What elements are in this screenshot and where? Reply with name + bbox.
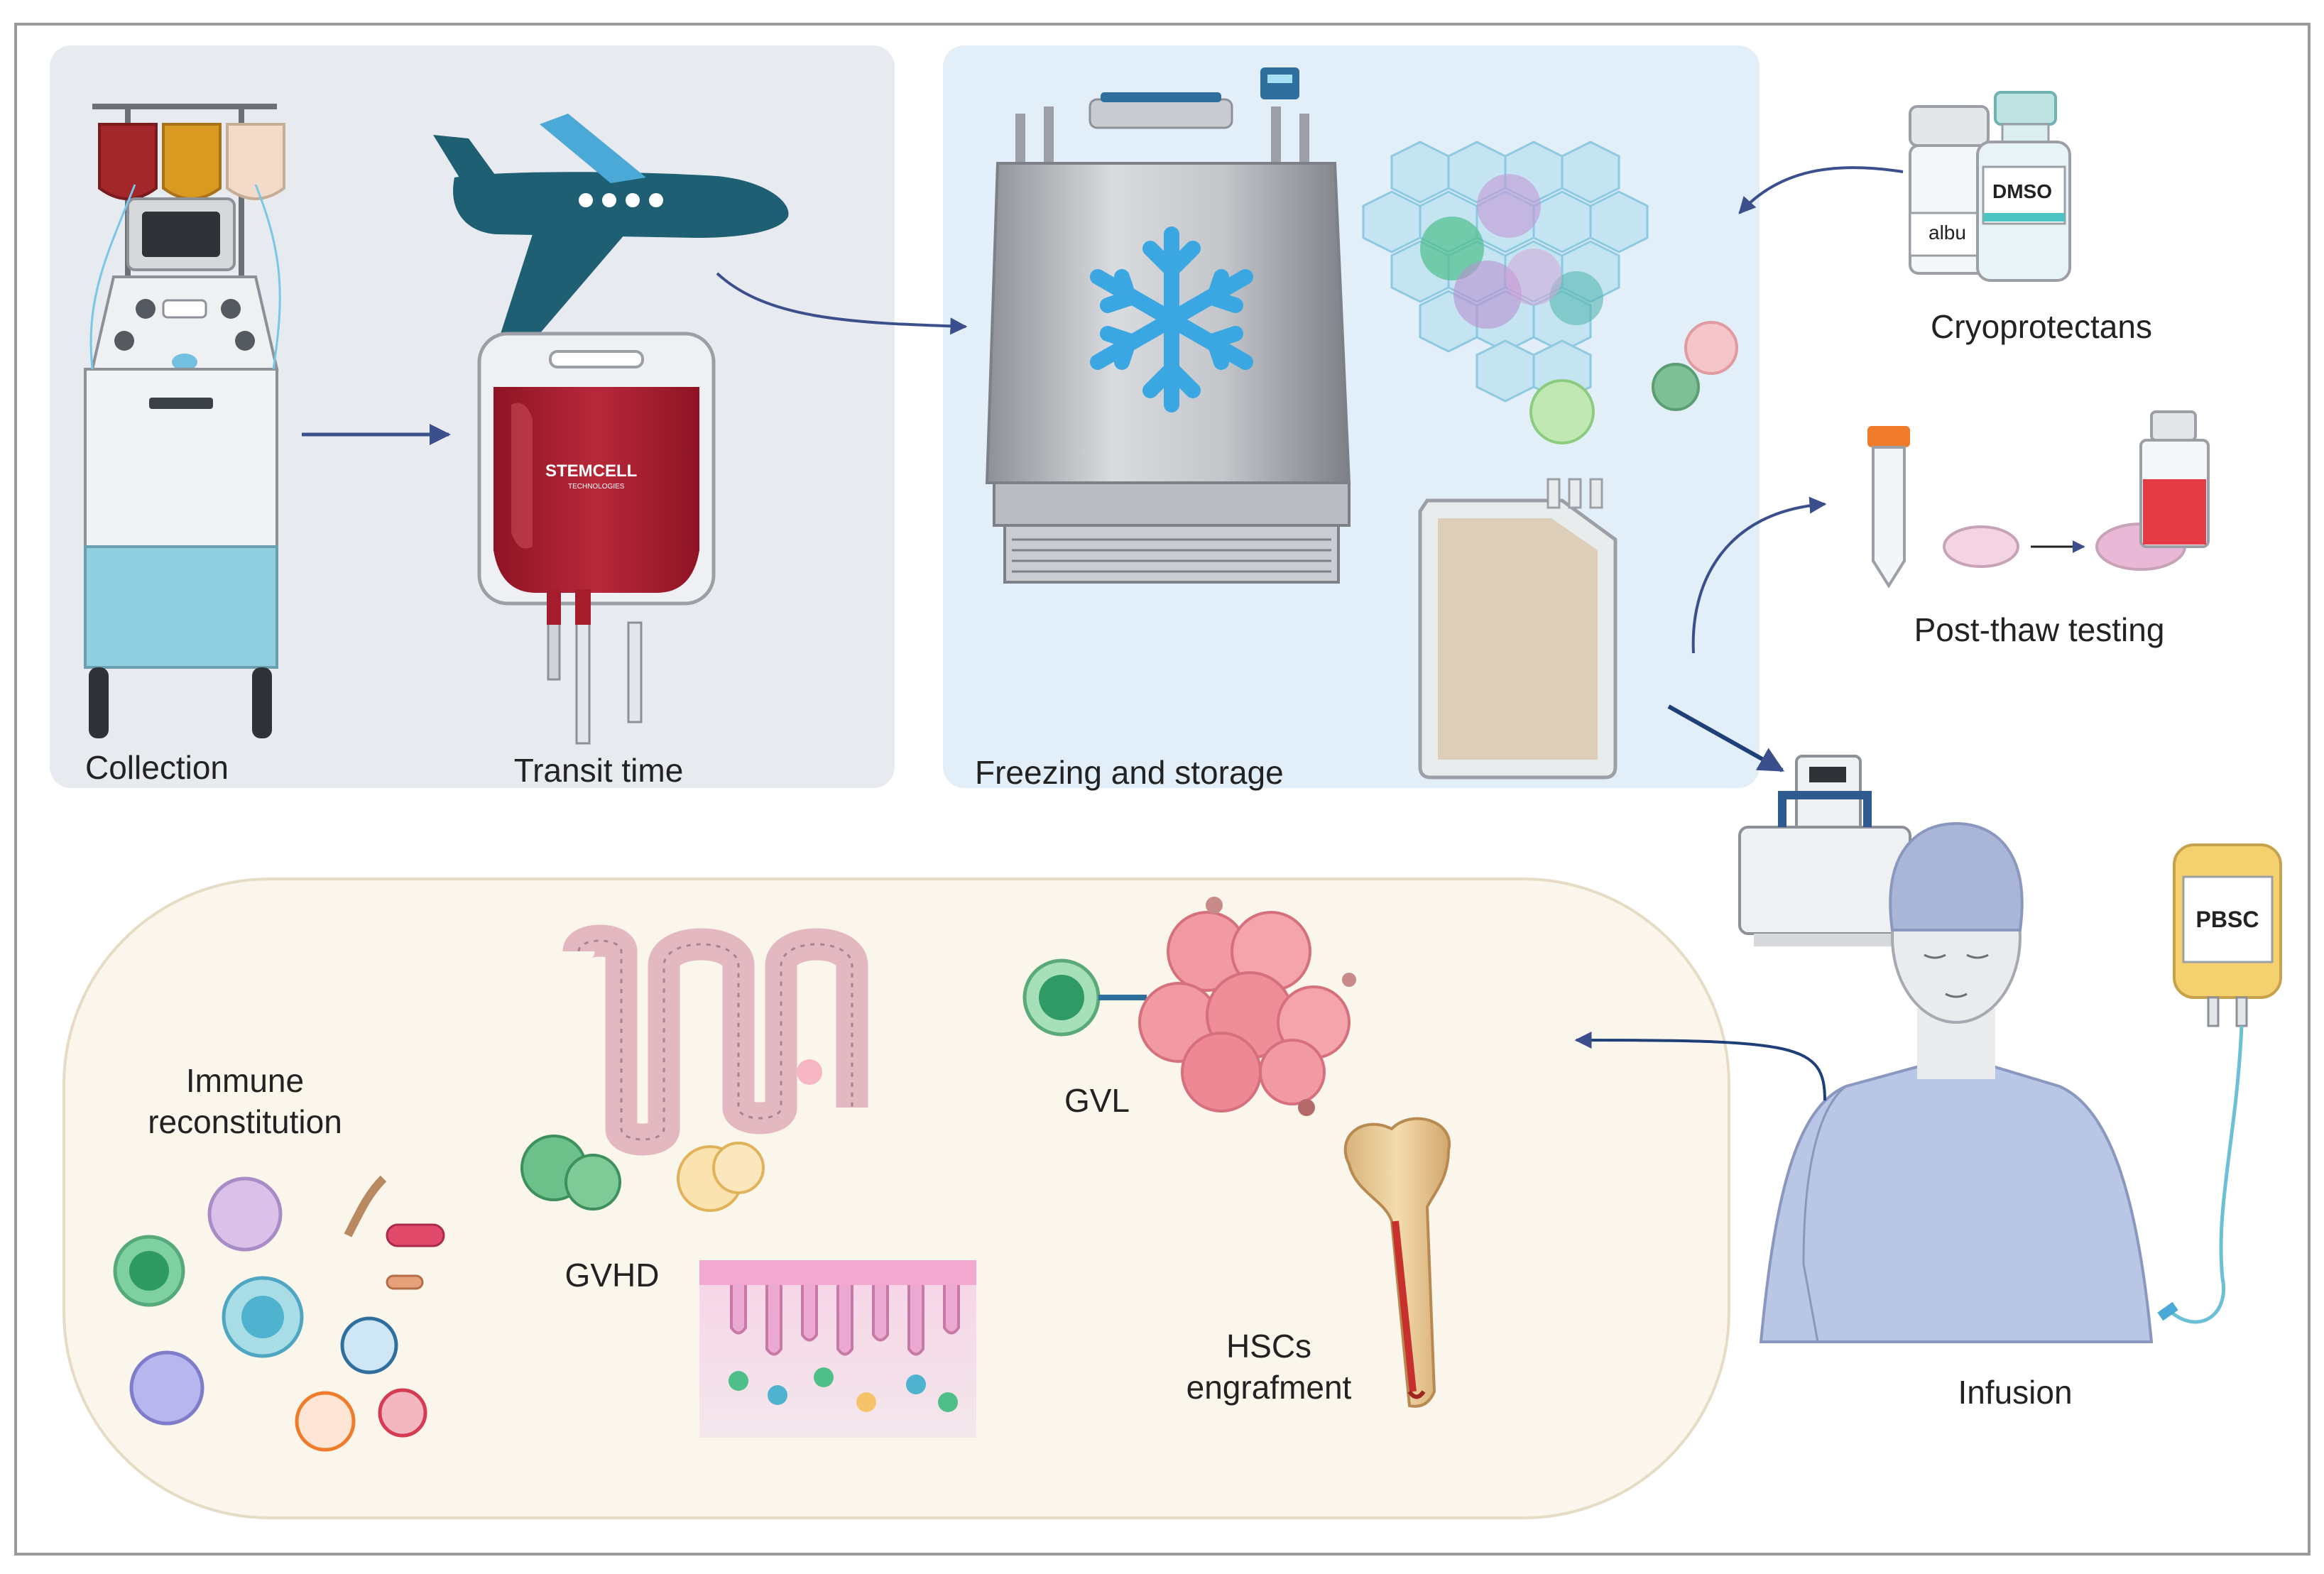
- airplane-icon: [433, 114, 789, 334]
- snowflake-icon: [1090, 226, 1253, 412]
- cryoprotectants-label: Cryoprotectans: [1931, 308, 2152, 345]
- albumin-vial-icon: [1909, 105, 1990, 275]
- apheresis-machine-icon: [84, 104, 285, 738]
- collection-label: Collection: [85, 749, 229, 786]
- lymphocyte-green-nucleus: [129, 1251, 169, 1291]
- pbsc-label: PBSC: [2196, 907, 2259, 932]
- monocyte-icon: [207, 1176, 283, 1252]
- goblet-cell-pink: [797, 1059, 822, 1085]
- arrow-freezing-to-testing: [1691, 496, 1827, 654]
- frozen-cell-green: [1420, 217, 1484, 280]
- ice-crystal-cells-icon: [1362, 141, 1649, 403]
- gvhd-label: GVHD: [565, 1257, 660, 1294]
- bacteria-icon: [386, 1223, 445, 1247]
- freezing-label: Freezing and storage: [975, 754, 1284, 791]
- leukemia-cell-cluster-icon: [1138, 897, 1356, 1116]
- transit-label: Transit time: [514, 752, 684, 789]
- immune-cell-cluster-yellow-2: [712, 1142, 765, 1194]
- frozen-cell-pink: [1505, 248, 1562, 305]
- arrow-transit-to-freezing: [716, 272, 968, 335]
- hscs-label-line1: HSCs: [1226, 1328, 1311, 1365]
- petri-dish-icon: [1943, 525, 2019, 568]
- frozen-cell-purple: [1477, 174, 1541, 238]
- pink-cell-icon: [1684, 321, 1738, 375]
- culture-flask-icon: [2139, 410, 2210, 548]
- femur-bone-icon: [1343, 1117, 1451, 1408]
- gvl-label: GVL: [1064, 1082, 1130, 1119]
- postthaw-label: Post-thaw testing: [1914, 611, 2165, 648]
- bag-brand-label: STEMCELL: [545, 461, 637, 481]
- dendritic-cell-nucleus: [241, 1296, 284, 1338]
- small-bacteria-icon: [386, 1274, 424, 1290]
- albumin-label: albu: [1929, 222, 1966, 244]
- cryo-bag-icon: [1418, 478, 1617, 780]
- lymphocyte-violet-icon: [129, 1350, 204, 1426]
- pbsc-bag-icon: [2157, 843, 2282, 1324]
- blood-bag-icon: [477, 332, 716, 745]
- patient-icon: [1759, 821, 2154, 1343]
- arrow-infusion-to-outcomes: [1574, 1032, 1826, 1101]
- immune-label-line1: Immune: [186, 1062, 304, 1099]
- dmso-label: DMSO: [1992, 180, 2052, 202]
- skin-tissue-icon: [699, 1260, 976, 1438]
- water-bath-icon: [1738, 755, 1911, 946]
- granulocyte-icon: [1529, 379, 1595, 444]
- frozen-cell-teal: [1549, 271, 1603, 325]
- falcon-tube-icon: [1867, 426, 1910, 589]
- immune-label-line2: reconstitution: [148, 1103, 342, 1140]
- intestinal-villi-icon: [562, 924, 868, 1156]
- arrow-cryoprotectant-to-freezing: [1738, 166, 1904, 214]
- t-cell-nucleus: [1039, 975, 1084, 1020]
- virus-blue-icon: [340, 1316, 398, 1374]
- virus-orange-icon: [295, 1391, 356, 1452]
- frozen-cell-violet: [1453, 261, 1522, 329]
- hscs-label-line2: engrafment: [1186, 1369, 1352, 1406]
- cell-cluster-icon: [1652, 363, 1700, 411]
- virus-red-icon: [378, 1388, 427, 1438]
- fungus-icon: [344, 1175, 387, 1237]
- infusion-label: Infusion: [1958, 1374, 2072, 1411]
- immune-cell-cluster-green-2: [564, 1154, 621, 1210]
- arrow-freezing-to-thaw: [1667, 704, 1785, 772]
- dmso-vial-icon: [1976, 91, 2071, 282]
- bag-brand-sub: TECHNOLOGIES: [568, 483, 625, 491]
